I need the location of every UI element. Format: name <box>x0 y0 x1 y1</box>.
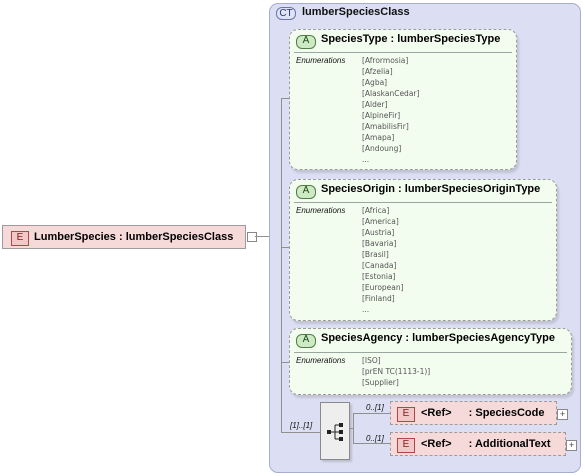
attribute-speciesorigin[interactable]: A SpeciesOrigin : lumberSpeciesOriginTyp… <box>289 179 557 321</box>
child1-cardinality: 0..[1] <box>366 403 384 412</box>
sequence-connector <box>281 432 320 433</box>
enum-value: [Bavaria] <box>362 239 397 248</box>
enum-value: [Estonia] <box>362 272 396 281</box>
complex-type-title: lumberSpeciesClass <box>302 6 410 18</box>
enum-value: [Austria] <box>362 228 395 237</box>
child2-cardinality: 0..[1] <box>366 434 384 443</box>
attribute-name: SpeciesAgency <box>321 332 403 344</box>
enumerations-label: Enumerations <box>296 56 346 65</box>
root-element-lumberspecies[interactable]: E LumberSpecies : lumberSpeciesClass <box>2 225 246 249</box>
enumerations-label: Enumerations <box>296 206 346 215</box>
sequence-cardinality: [1]..[1] <box>290 421 313 430</box>
child-element-label: <Ref> : SpeciesCode <box>421 407 544 419</box>
attribute-badge: A <box>296 334 316 348</box>
attribute-separator <box>294 52 512 53</box>
attribute-title: SpeciesAgency : lumberSpeciesAgencyType <box>321 332 555 344</box>
enum-value: [Finland] <box>362 294 395 303</box>
enum-value: [AlpineFir] <box>362 111 401 120</box>
enum-value: [European] <box>362 283 404 292</box>
attr1-connector <box>281 98 289 99</box>
attribute-badge: A <box>296 35 316 49</box>
enum-value: [AlaskanCedar] <box>362 89 420 98</box>
attribute-type: : lumberSpeciesType <box>390 33 501 45</box>
enumerations-list: [ISO] [prEN TC(1113-1)] [Supplier] <box>362 355 430 388</box>
attribute-separator <box>294 202 552 203</box>
enum-value: ... <box>362 305 370 314</box>
enum-value: [prEN TC(1113-1)] <box>362 367 431 376</box>
child-element-name: : SpeciesCode <box>468 407 545 419</box>
enum-value: [Supplier] <box>362 378 399 387</box>
child2-branch <box>353 443 390 444</box>
expand-icon[interactable]: + <box>566 440 577 451</box>
attr2-connector <box>281 247 289 248</box>
element-badge: E <box>11 231 29 246</box>
child-element-label: <Ref> : AdditionalText <box>421 438 551 450</box>
attribute-title: SpeciesType : lumberSpeciesType <box>321 33 500 45</box>
enumerations-label: Enumerations <box>296 356 346 365</box>
root-element-type: : lumberSpeciesClass <box>118 231 234 243</box>
enum-value: [AmabilisFir] <box>362 122 409 131</box>
sequence-compositor[interactable] <box>320 402 350 460</box>
attribute-badge: A <box>296 185 316 199</box>
enum-value: [Africa] <box>362 206 390 215</box>
enum-value: [Andoung] <box>362 144 402 153</box>
ref-label: <Ref> <box>421 438 452 450</box>
element-badge: E <box>397 438 415 453</box>
child-element-additionaltext[interactable]: E <Ref> : AdditionalText <box>390 432 566 456</box>
ct-vertical-connector <box>281 98 282 433</box>
enum-value: [Agba] <box>362 78 388 87</box>
ref-label: <Ref> <box>421 407 452 419</box>
enum-value: [Alder] <box>362 100 388 109</box>
attribute-speciestype[interactable]: A SpeciesType : lumberSpeciesType Enumer… <box>289 29 517 170</box>
expand-icon[interactable]: + <box>557 409 568 420</box>
attribute-speciesagency[interactable]: A SpeciesAgency : lumberSpeciesAgencyTyp… <box>289 328 572 395</box>
enum-value: [Canada] <box>362 261 397 270</box>
enum-value: [America] <box>362 217 399 226</box>
attribute-name: SpeciesOrigin <box>321 183 395 195</box>
root-connector-box <box>247 232 257 242</box>
enum-value: [ISO] <box>362 356 381 365</box>
seq-out <box>350 428 354 429</box>
attribute-type: : lumberSpeciesAgencyType <box>405 332 555 344</box>
attribute-name: SpeciesType <box>321 33 388 45</box>
child-element-name: : AdditionalText <box>468 438 551 450</box>
complex-type-badge: CT <box>276 7 296 20</box>
root-element-name: LumberSpecies <box>34 231 116 243</box>
child-element-speciescode[interactable]: E <Ref> : SpeciesCode <box>390 401 557 425</box>
root-connector-line <box>255 236 269 237</box>
enum-value: [Afzelia] <box>362 67 393 76</box>
enum-value: [Amapa] <box>362 133 395 142</box>
attribute-type: : lumberSpeciesOriginType <box>398 183 541 195</box>
enum-value: ... <box>362 155 370 164</box>
enum-value: [Brasil] <box>362 250 389 259</box>
attribute-separator <box>294 352 567 353</box>
enumerations-list: [Africa] [America] [Austria] [Bavaria] [… <box>362 205 404 315</box>
attr3-connector <box>281 362 289 363</box>
enum-value: [Afrormosia] <box>362 56 409 65</box>
root-element-label: LumberSpecies : lumberSpeciesClass <box>34 231 233 243</box>
attribute-title: SpeciesOrigin : lumberSpeciesOriginType <box>321 183 540 195</box>
enumerations-list: [Afrormosia] [Afzelia] [Agba] [AlaskanCe… <box>362 55 419 165</box>
element-badge: E <box>397 407 415 422</box>
sequence-icon <box>327 423 343 441</box>
child1-branch <box>353 413 390 414</box>
